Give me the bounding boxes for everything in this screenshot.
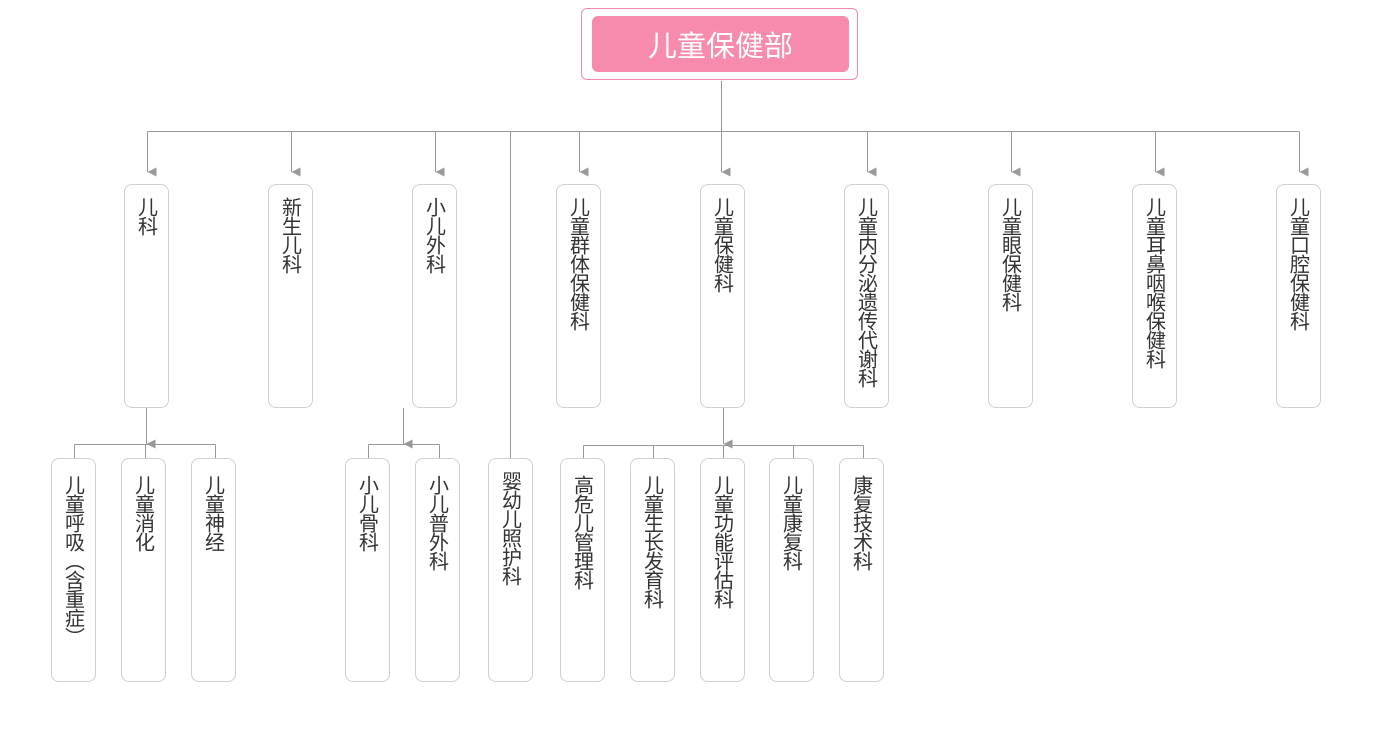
subdept-label: 高危儿管理科 (570, 475, 595, 589)
subdept-label: 儿童呼吸（含重症） (61, 475, 86, 646)
dept-pediatric-surgery[interactable]: 小儿外科 (412, 184, 457, 408)
subdept-label: 儿童消化 (131, 475, 156, 551)
dept-label: 婴幼儿照护科 (498, 471, 523, 585)
subdept-general-surgery[interactable]: 小儿普外科 (415, 458, 460, 682)
subdept-respiratory[interactable]: 儿童呼吸（含重症） (51, 458, 96, 682)
subdept-high-risk[interactable]: 高危儿管理科 (560, 458, 605, 682)
dept-label: 儿童内分泌遗传代谢科 (854, 197, 879, 387)
dept-label: 儿童群体保健科 (566, 197, 591, 330)
root-node-label: 儿童保健部 (592, 16, 849, 72)
subdept-label: 儿童生长发育科 (640, 475, 665, 608)
dept-label: 新生儿科 (278, 197, 303, 273)
subdept-digestive[interactable]: 儿童消化 (121, 458, 166, 682)
subdept-label: 儿童功能评估科 (710, 475, 735, 608)
root-node[interactable]: 儿童保健部 (581, 8, 858, 80)
subdept-label: 小儿骨科 (355, 475, 380, 551)
dept-child-health[interactable]: 儿童保健科 (700, 184, 745, 408)
dept-label: 小儿外科 (422, 197, 447, 273)
dept-label: 儿科 (134, 197, 159, 235)
dept-infant-care[interactable]: 婴幼儿照护科 (488, 458, 533, 682)
subdept-neurology[interactable]: 儿童神经 (191, 458, 236, 682)
subdept-label: 儿童康复科 (779, 475, 804, 570)
dept-group-health[interactable]: 儿童群体保健科 (556, 184, 601, 408)
dept-label: 儿童眼保健科 (998, 197, 1023, 311)
subdept-label: 小儿普外科 (425, 475, 450, 570)
subdept-rehabilitation[interactable]: 儿童康复科 (769, 458, 814, 682)
subdept-rehab-technology[interactable]: 康复技术科 (839, 458, 884, 682)
dept-endocrinology[interactable]: 儿童内分泌遗传代谢科 (844, 184, 889, 408)
subdept-function-assessment[interactable]: 儿童功能评估科 (700, 458, 745, 682)
dept-pediatrics[interactable]: 儿科 (124, 184, 169, 408)
subdept-orthopedics[interactable]: 小儿骨科 (345, 458, 390, 682)
subdept-label: 康复技术科 (849, 475, 874, 570)
dept-label: 儿童口腔保健科 (1286, 197, 1311, 330)
dept-neonatology[interactable]: 新生儿科 (268, 184, 313, 408)
dept-label: 儿童耳鼻咽喉保健科 (1142, 197, 1167, 368)
subdept-growth[interactable]: 儿童生长发育科 (630, 458, 675, 682)
dept-eye-health[interactable]: 儿童眼保健科 (988, 184, 1033, 408)
dept-oral-health[interactable]: 儿童口腔保健科 (1276, 184, 1321, 408)
dept-label: 儿童保健科 (710, 197, 735, 292)
dept-ent-health[interactable]: 儿童耳鼻咽喉保健科 (1132, 184, 1177, 408)
subdept-label: 儿童神经 (201, 475, 226, 551)
